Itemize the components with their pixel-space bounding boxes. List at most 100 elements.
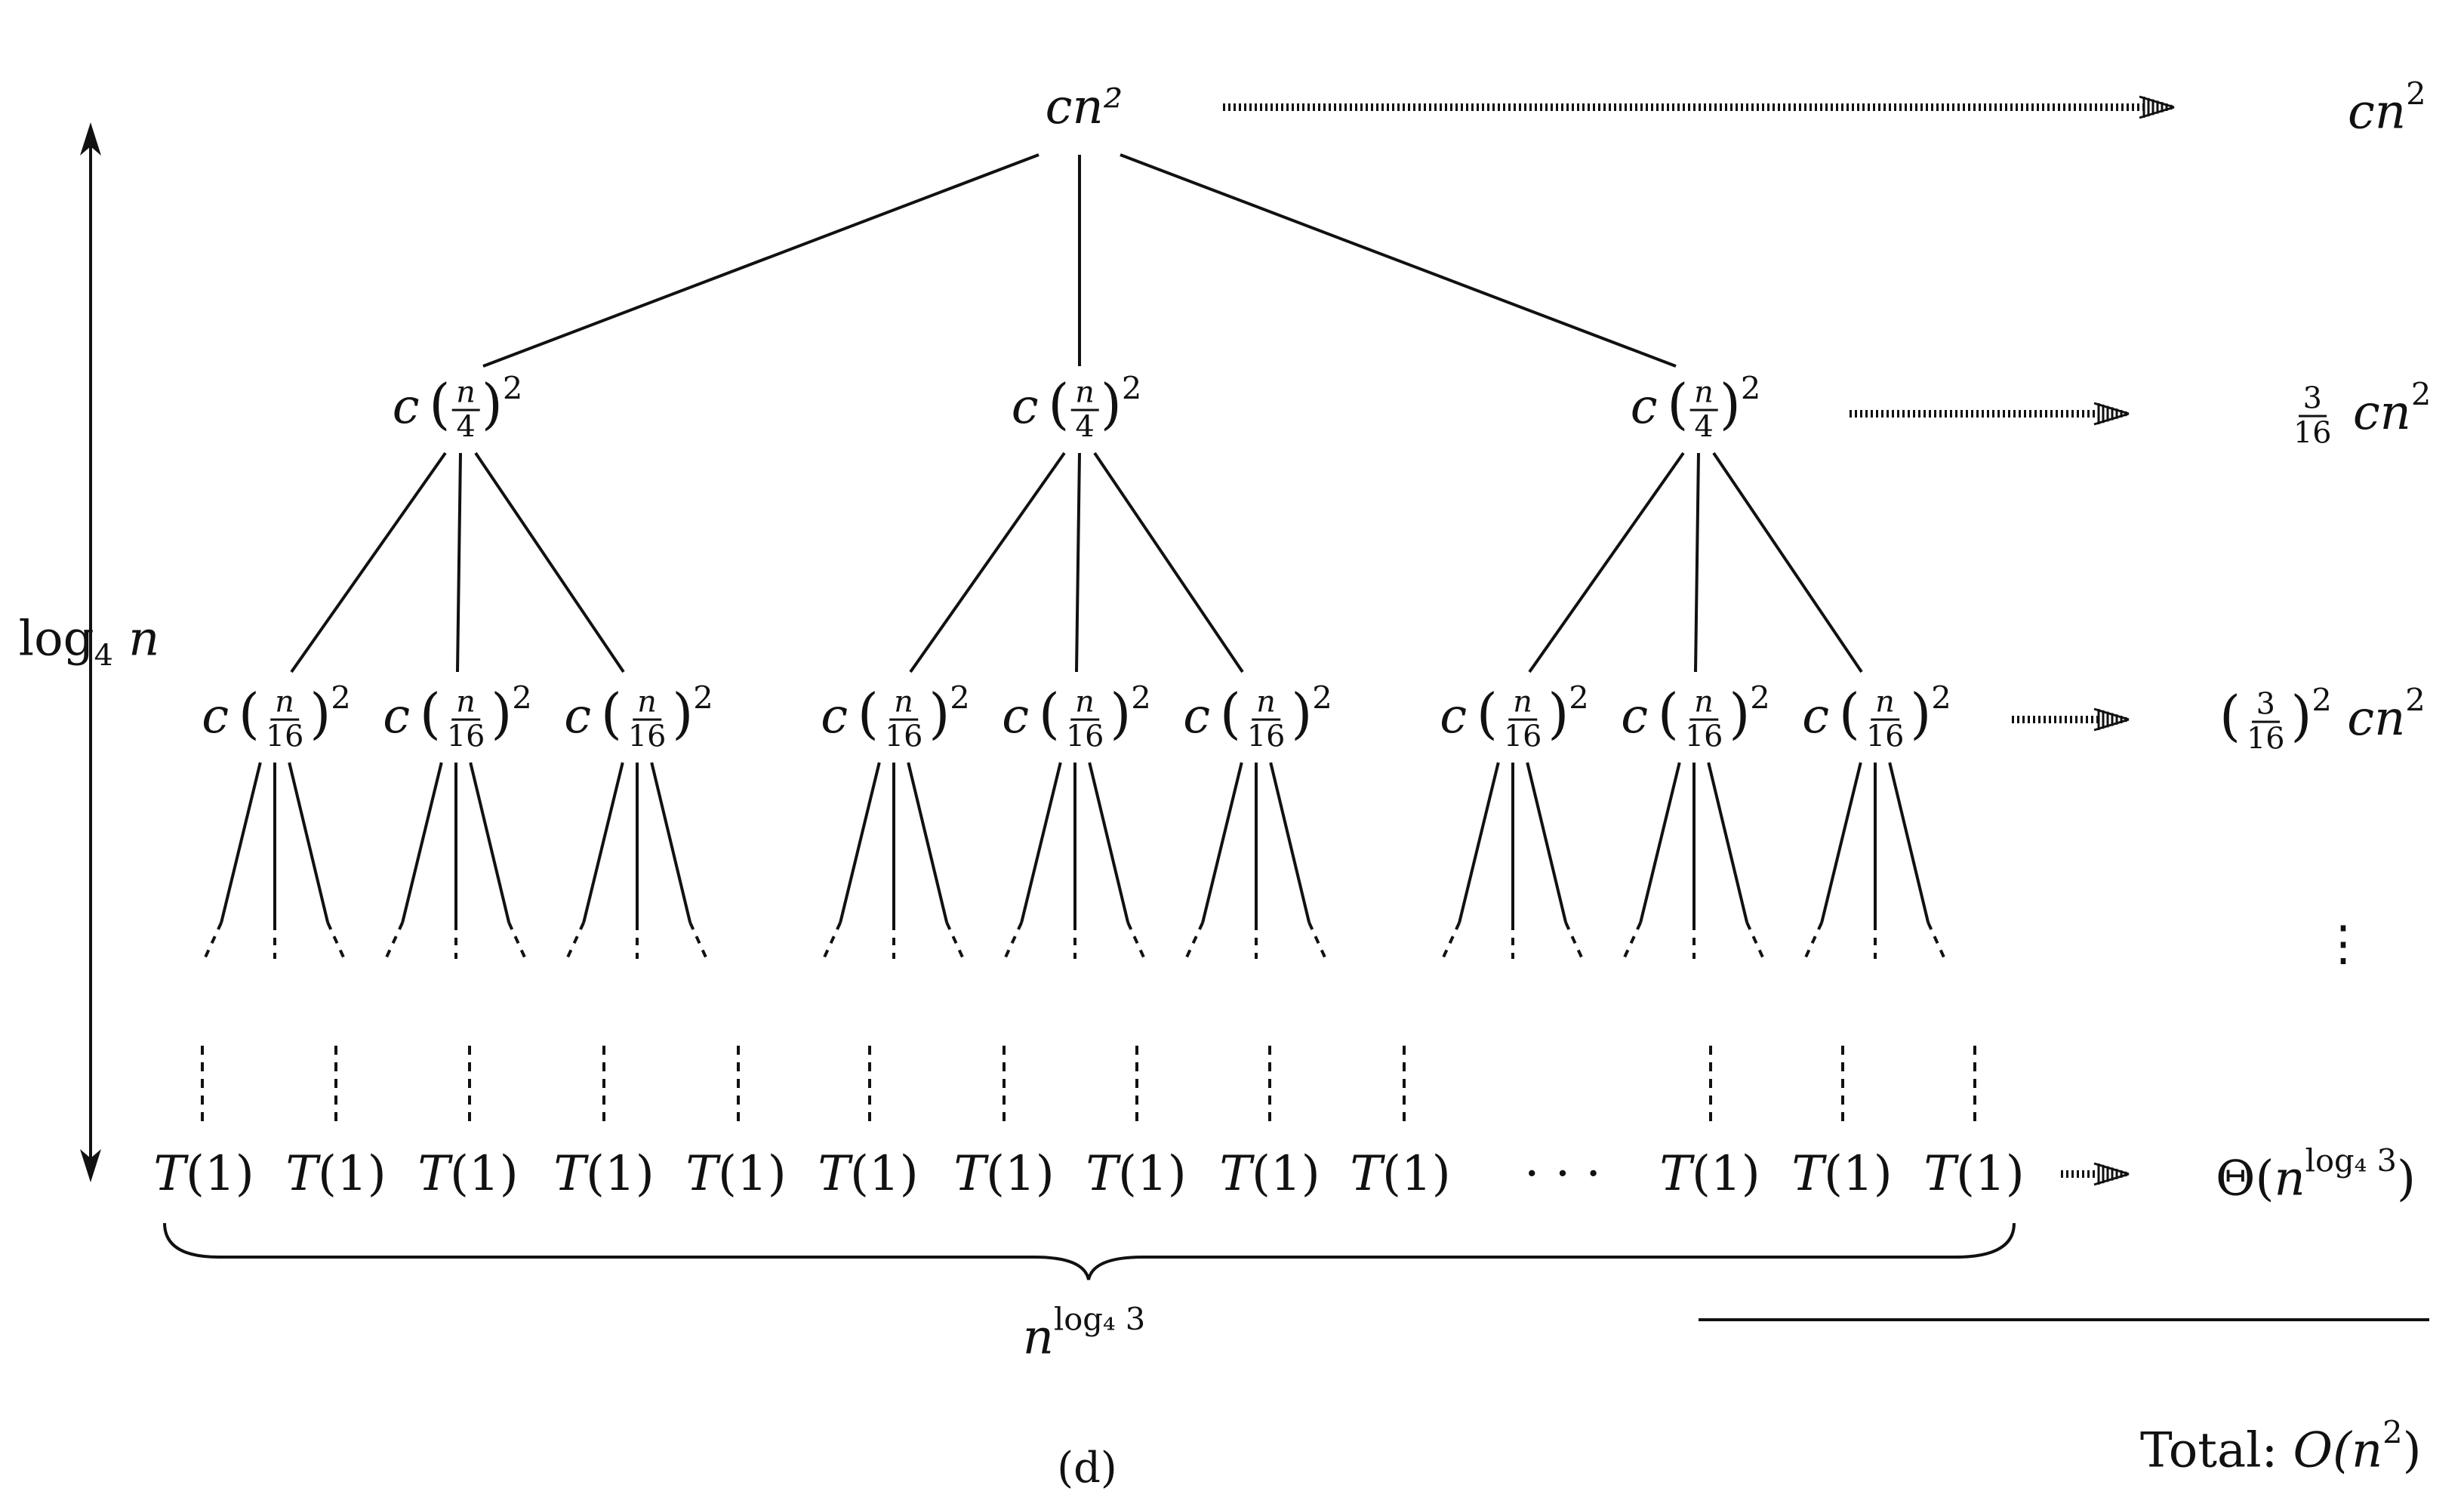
paren-close: ) <box>1910 681 1932 745</box>
paren-open: ( <box>429 371 451 436</box>
paren-open: ( <box>2219 683 2241 747</box>
edge-level1-level2 <box>1075 452 1081 673</box>
edge-level1-level2 <box>1528 451 1685 673</box>
vdots-text: ⋮ <box>2319 916 2367 972</box>
leaf-arg: (1) <box>1824 1146 1893 1202</box>
fraction-numerator: n <box>1508 686 1537 721</box>
paren-open: ( <box>419 681 441 745</box>
edge-level2-down <box>1269 762 1311 923</box>
fraction-numerator: n <box>1070 377 1099 411</box>
leaf-fn: T <box>818 1146 851 1202</box>
node-exponent: 2 <box>1931 679 1951 716</box>
leaf-node: T(1) <box>818 1150 918 1198</box>
ellipsis-text: · · · <box>1524 1146 1601 1202</box>
height-base: 4 <box>94 638 113 673</box>
node-exponent: 2 <box>950 679 970 716</box>
paren-open: ( <box>1476 681 1498 745</box>
paren-open: ( <box>1219 681 1241 745</box>
edge-level1-level2 <box>1093 451 1244 673</box>
tree-root-node: cn² <box>1046 83 1123 131</box>
edge-level2-dashed <box>1745 922 1765 960</box>
leaf-level-cost: Θ(nlog₄ 3) <box>2216 1145 2416 1203</box>
fraction-numerator: n <box>451 686 480 721</box>
node-exponent: 2 <box>331 679 351 716</box>
leaf-fn: T <box>1086 1146 1119 1202</box>
fraction-numerator: n <box>270 686 299 721</box>
edge-level2-dashed <box>688 922 708 960</box>
edge-level1-level2 <box>909 451 1066 673</box>
root-cost-text: cn² <box>1045 79 1123 135</box>
level1-cost-text: cn <box>2352 384 2411 441</box>
edge-level2-dashed <box>945 922 965 960</box>
fraction-denominator: 16 <box>1865 719 1905 754</box>
level2-cost-exp: 2 <box>2312 681 2332 719</box>
caption-text: (d) <box>1057 1444 1117 1493</box>
fraction-denominator: 16 <box>627 719 667 754</box>
leaf-node: T(1) <box>953 1150 1054 1198</box>
leaf-node: T(1) <box>1791 1150 1892 1198</box>
leaf-ellipsis: · · · <box>1524 1150 1601 1198</box>
node-space <box>1658 379 1668 435</box>
edge-level2-dashed <box>1307 922 1327 960</box>
leaf-cost-theta: Θ( <box>2216 1151 2275 1207</box>
leaf-count-brace <box>163 1222 2016 1280</box>
edge-level1-level2 <box>1712 451 1863 673</box>
edge-level1-level2 <box>1694 452 1700 673</box>
space <box>2278 1423 2293 1479</box>
node-space <box>1029 689 1039 744</box>
space <box>2332 691 2347 747</box>
node-exponent: 2 <box>512 679 532 716</box>
paren-open: ( <box>1667 371 1689 436</box>
level-vdots: ⋮ <box>2319 920 2367 968</box>
edge-level2-dashed <box>326 922 346 960</box>
edge-level2-down <box>839 762 881 923</box>
leaf-arg: (1) <box>1382 1146 1451 1202</box>
paren-close: ) <box>1548 681 1569 745</box>
leaf-arg: (1) <box>986 1146 1055 1202</box>
leaf-node: T(1) <box>285 1150 386 1198</box>
level2-frac-den: 16 <box>2246 721 2285 757</box>
edge-level2-down <box>1458 762 1500 923</box>
node-exponent: 2 <box>1121 369 1142 407</box>
edge-level2-down <box>1088 762 1130 923</box>
node-exponent: 2 <box>1740 369 1761 407</box>
space <box>113 612 128 667</box>
edge-level2-down <box>1888 762 1930 923</box>
level2-cost-exp2: 2 <box>2405 681 2426 719</box>
level2-cost-text: cn <box>2347 690 2406 747</box>
paren-close: ) <box>1110 681 1132 745</box>
node-space <box>848 689 858 744</box>
paren-close: ) <box>1719 371 1741 436</box>
edge-level2-down <box>220 762 262 923</box>
level2-arrow-head-edge <box>2093 707 2130 721</box>
leaf-fn: T <box>553 1146 587 1202</box>
leaf-node: T(1) <box>1086 1150 1186 1198</box>
leaf-arg: (1) <box>1956 1146 2025 1202</box>
edge-root-level1 <box>482 153 1040 368</box>
total-close: ) <box>2402 1422 2422 1479</box>
node-space <box>420 379 430 435</box>
level1-cost-exp: 2 <box>2410 375 2432 413</box>
fraction-numerator: n <box>1252 686 1280 721</box>
leaf-count-exp: log₄ 3 <box>1053 1300 1146 1338</box>
leaf-fn: T <box>953 1146 987 1202</box>
figure-caption: (d) <box>1057 1447 1117 1490</box>
node-exponent: 2 <box>502 369 523 407</box>
fraction-numerator: n <box>1871 686 1899 721</box>
edge-level2-dashed <box>203 922 223 960</box>
fraction-denominator: 16 <box>1065 719 1104 754</box>
level0-cost: cn2 <box>2348 78 2426 136</box>
node-exponent: 2 <box>1750 679 1770 716</box>
